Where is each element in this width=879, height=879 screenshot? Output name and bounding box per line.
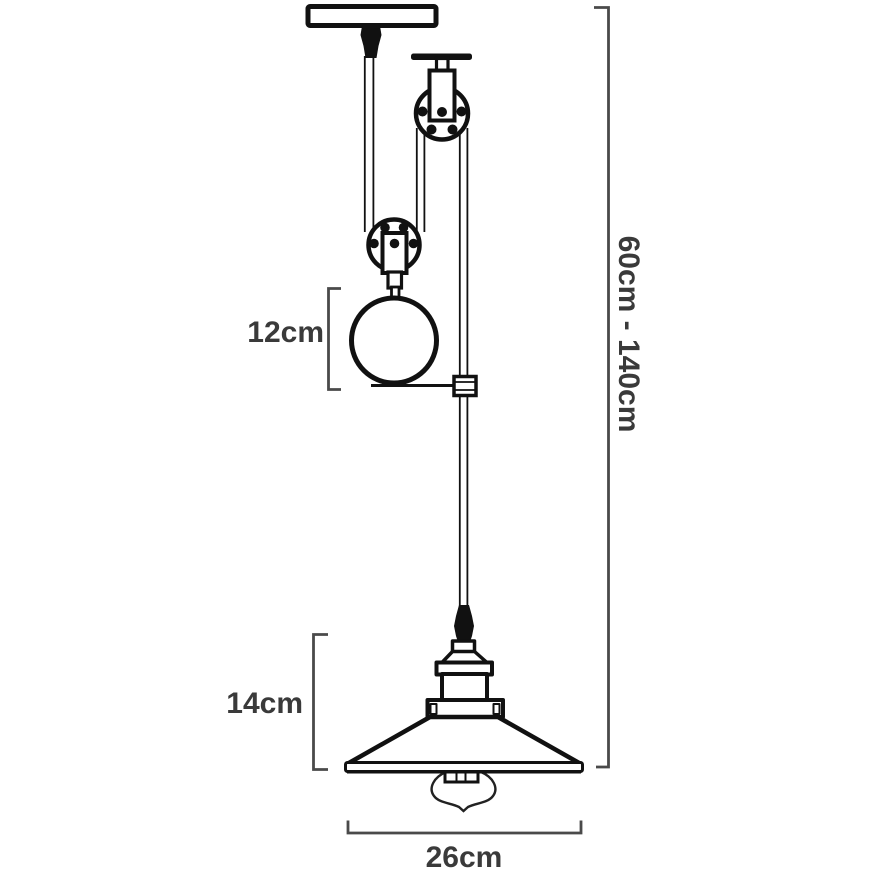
ceiling-cord — [363, 56, 375, 232]
shade-fitting-notch-right — [492, 703, 501, 715]
fixed-pulley-rivets — [417, 106, 467, 135]
dim-line-drop-range — [594, 6, 610, 769]
counterweight-ball — [349, 295, 439, 386]
dim-bracket-lamp-height — [312, 633, 328, 771]
lamp-shade-cone — [345, 714, 583, 766]
dim-bracket-ball — [327, 287, 341, 391]
ceiling-cord-grip — [360, 26, 382, 58]
lamp-shade-rim — [344, 761, 584, 774]
floating-pulley-axle — [389, 238, 400, 249]
cable-clamp — [452, 374, 478, 398]
fixed-pulley — [411, 53, 472, 142]
floating-pulley — [366, 217, 422, 301]
fixed-pulley-axle — [437, 107, 447, 117]
lamp-cord-grip — [454, 605, 474, 642]
dimension-label-lamp-height: 14cm — [226, 687, 303, 720]
pulley-mount-bar — [411, 53, 472, 60]
shade-fitting-notch-left — [429, 703, 438, 715]
ceiling-plate — [305, 4, 439, 28]
lamp-socket — [425, 639, 505, 719]
socket-body — [440, 672, 489, 702]
lamp-cord — [458, 128, 469, 610]
dim-line-shade-width — [346, 820, 583, 835]
cord-up-segment — [415, 128, 426, 232]
dimension-label-shade-diameter: 26cm — [425, 841, 503, 874]
dimension-label-ball-diameter: 12cm — [247, 316, 324, 349]
dimension-label-drop-range: 60cm - 140cm — [612, 235, 645, 433]
floating-pulley-rivets — [369, 222, 419, 249]
shade-fitting — [425, 698, 505, 719]
